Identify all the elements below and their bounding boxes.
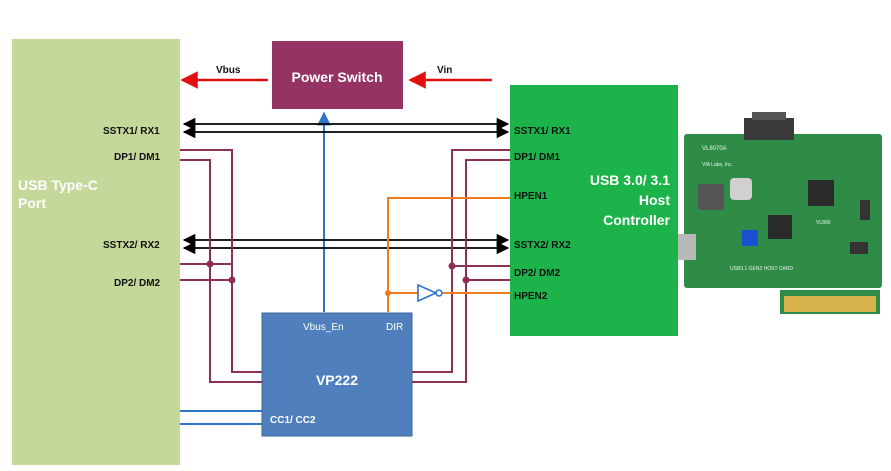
usb-typec-label-1: USB Type-C <box>18 177 98 193</box>
vp222-block <box>261 312 413 437</box>
vp222-pin-cc: CC1/ CC2 <box>270 415 316 426</box>
pcb-silk-vendor: VIA Labs, Inc. <box>702 162 733 168</box>
vp222-pin-dir: DIR <box>386 322 403 333</box>
port-dp2-label: DP2/ DM2 <box>114 278 161 289</box>
host-controller-block <box>510 85 678 336</box>
power-switch-block <box>272 41 403 109</box>
pcb-silk-brand: VL8070A <box>702 146 727 152</box>
dp-dm-junctions-left <box>206 260 236 284</box>
host-dp1-label: DP1/ DM1 <box>514 152 561 163</box>
cc-lines <box>180 410 262 425</box>
host-controller-label-3: Controller <box>603 212 670 228</box>
vbus-label: Vbus <box>216 65 241 76</box>
host-hpen2-label: HPEN2 <box>514 291 548 302</box>
usb-typec-port-block <box>12 39 180 465</box>
host-card-photo: VL8070A VIA Labs, Inc. VL800 USB3.1 GEN2… <box>678 112 882 314</box>
pcb-silk-chip: VL800 <box>816 220 831 226</box>
vp222-label: VP222 <box>316 372 358 388</box>
host-sstx1-label: SSTX1/ RX1 <box>514 126 571 137</box>
sstx1-bus <box>182 117 510 139</box>
vp222-pin-vbus-en: Vbus_En <box>303 322 344 333</box>
dp-dm-wires-left <box>180 149 262 383</box>
port-dp1-label: DP1/ DM1 <box>114 152 161 163</box>
vin-label: Vin <box>437 65 452 76</box>
dp-dm-wires-right <box>412 149 510 383</box>
sstx2-bus <box>182 233 510 255</box>
hpen-wires <box>387 197 510 312</box>
port-sstx1-label: SSTX1/ RX1 <box>103 126 160 137</box>
host-controller-label-1: USB 3.0/ 3.1 <box>590 172 670 188</box>
usb-typec-label-2: Port <box>18 195 46 211</box>
host-dp2-label: DP2/ DM2 <box>514 268 561 279</box>
host-sstx2-label: SSTX2/ RX2 <box>514 240 571 251</box>
port-sstx2-label: SSTX2/ RX2 <box>103 240 160 251</box>
pcb-silk-card: USB3.1 GEN2 HOST CARD <box>730 266 793 272</box>
host-controller-label-2: Host <box>639 192 670 208</box>
inverter-gate <box>417 283 443 303</box>
power-switch-label: Power Switch <box>291 69 382 85</box>
hpen-junction <box>385 290 391 296</box>
host-hpen1-label: HPEN1 <box>514 191 548 202</box>
dp-dm-junctions-right <box>448 262 470 284</box>
